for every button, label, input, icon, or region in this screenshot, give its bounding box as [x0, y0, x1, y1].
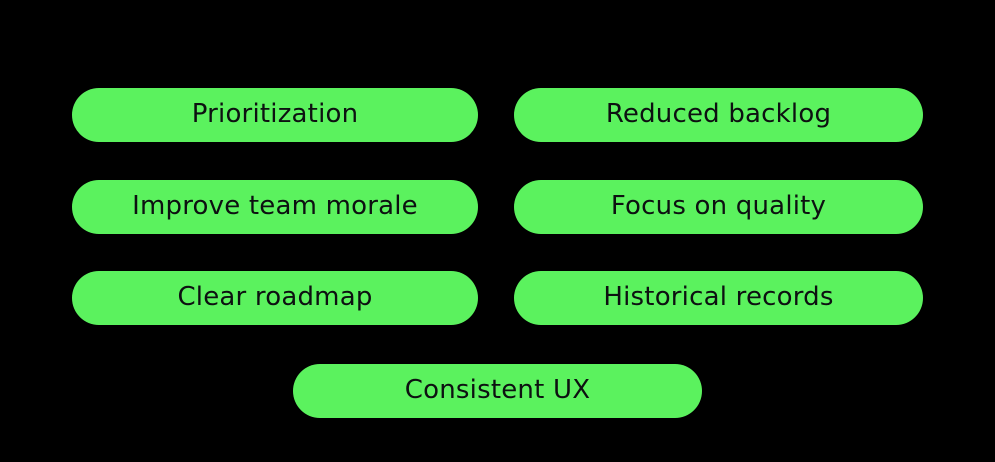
tag-label: Clear roadmap [177, 282, 373, 312]
tag-label: Historical records [603, 282, 834, 312]
tag-label: Reduced backlog [605, 99, 832, 129]
tag-focus-on-quality[interactable]: Focus on quality [514, 180, 923, 234]
tag-historical-records[interactable]: Historical records [514, 271, 923, 325]
tag-label: Consistent UX [404, 375, 591, 405]
tag-consistent-ux[interactable]: Consistent UX [293, 364, 702, 418]
tag-reduced-backlog[interactable]: Reduced backlog [514, 88, 923, 142]
tag-clear-roadmap[interactable]: Clear roadmap [72, 271, 478, 325]
tag-prioritization[interactable]: Prioritization [72, 88, 478, 142]
tag-label: Focus on quality [610, 191, 827, 221]
tag-label: Improve team morale [132, 191, 418, 221]
tag-improve-team-morale[interactable]: Improve team morale [72, 180, 478, 234]
tag-label: Prioritization [191, 99, 359, 129]
